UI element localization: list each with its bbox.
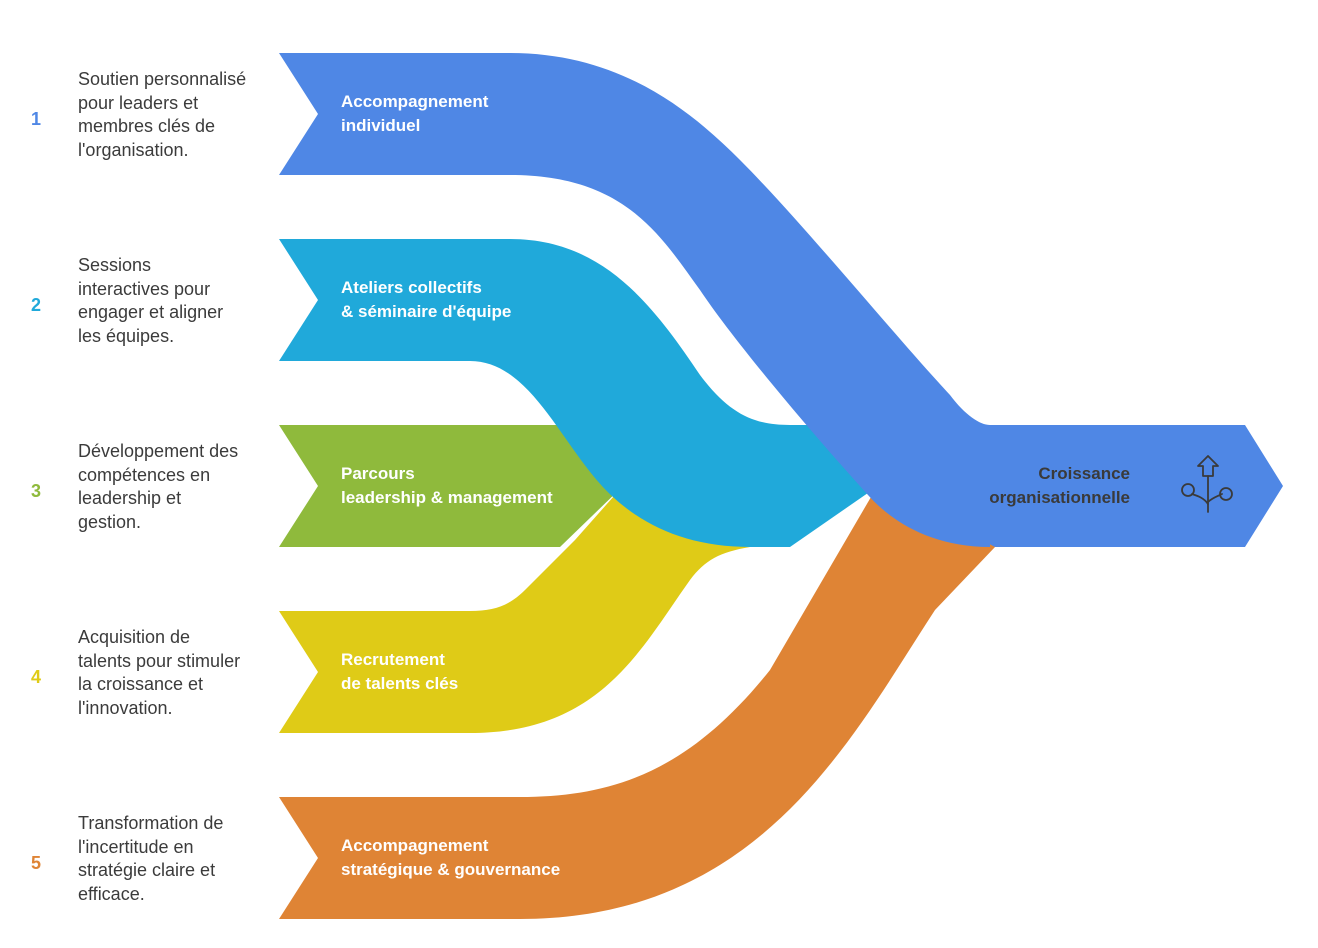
band-label-line: Parcours xyxy=(341,464,415,483)
description-line: talents pour stimuler xyxy=(78,650,241,671)
band-label-4: Recrutement de talents clés xyxy=(341,648,458,696)
description-line: interactives pour xyxy=(78,278,211,299)
step-description-1: Soutien personnalisé pour leaders et mem… xyxy=(78,68,268,162)
step-number-3: 3 xyxy=(30,481,41,501)
description-line: Sessions xyxy=(78,255,152,275)
band-label-line: & séminaire d'équipe xyxy=(341,302,512,321)
band-label-line: Accompagnement xyxy=(341,92,489,111)
target-label-line: Croissance xyxy=(1038,464,1130,483)
description-line: les équipes. xyxy=(78,325,175,346)
target-label-line: organisationnelle xyxy=(989,488,1130,507)
description-line: leadership et xyxy=(78,488,182,508)
description-line: l'innovation. xyxy=(78,697,173,718)
description-line: gestion. xyxy=(78,511,142,532)
band-label-1: Accompagnement individuel xyxy=(341,90,488,138)
description-line: Développement des xyxy=(78,441,239,461)
step-description-4: Acquisition de talents pour stimuler la … xyxy=(78,626,268,720)
band-label-line: leadership & management xyxy=(341,488,553,507)
band-label-line: stratégique & gouvernance xyxy=(341,860,561,879)
description-line: pour leaders et xyxy=(78,92,199,113)
description-line: stratégie claire et xyxy=(78,860,216,880)
band-label-line: de talents clés xyxy=(341,674,459,693)
description-line: membres clés de xyxy=(78,116,216,136)
band-label-line: individuel xyxy=(341,116,421,135)
description-line: Transformation de xyxy=(78,813,224,833)
stream-1-band xyxy=(279,53,990,547)
step-number-1: 1 xyxy=(30,109,41,129)
description-line: efficace. xyxy=(78,883,145,904)
description-line: l'organisation. xyxy=(78,139,189,160)
band-label-5: Accompagnement stratégique & gouvernance xyxy=(341,834,560,882)
description-line: engager et aligner xyxy=(78,302,224,322)
band-label-line: Accompagnement xyxy=(341,836,489,855)
step-description-5: Transformation de l'incertitude en strat… xyxy=(78,812,268,906)
step-number-2: 2 xyxy=(30,295,41,315)
step-description-2: Sessions interactives pour engager et al… xyxy=(78,254,268,348)
stream-2-band xyxy=(279,239,880,547)
description-line: compétences en xyxy=(78,464,211,485)
description-line: Acquisition de xyxy=(78,627,191,647)
band-label-line: Recrutement xyxy=(341,650,445,669)
description-line: l'incertitude en xyxy=(78,836,194,857)
step-number-5: 5 xyxy=(30,853,41,873)
step-description-3: Développement des compétences en leaders… xyxy=(78,440,268,534)
band-label-2: Ateliers collectifs & séminaire d'équipe xyxy=(341,276,511,324)
growth-icon xyxy=(1181,455,1233,513)
stream-3-band xyxy=(279,425,622,547)
target-label: Croissance organisationnelle xyxy=(980,462,1130,510)
description-line: Soutien personnalisé xyxy=(78,69,247,89)
band-label-line: Ateliers collectifs xyxy=(341,278,482,297)
step-number-4: 4 xyxy=(30,667,41,687)
description-line: la croissance et xyxy=(78,674,204,694)
band-label-3: Parcours leadership & management xyxy=(341,462,553,510)
stream-4-band xyxy=(279,487,750,733)
stream-5-band xyxy=(279,485,995,919)
